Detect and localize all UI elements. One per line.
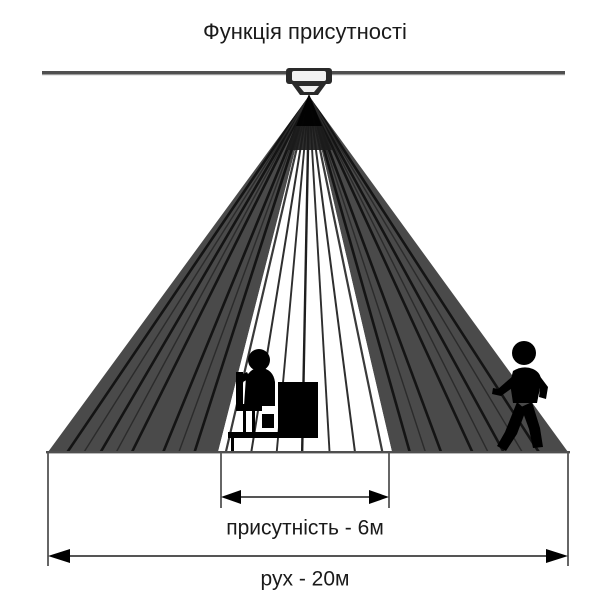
motion-dimension-arrow — [48, 549, 568, 563]
motion-zone-right — [309, 96, 568, 452]
diagram-title: Функція присутності — [203, 19, 407, 44]
seated-person-at-desk-figure — [228, 349, 318, 452]
presence-sensor-icon — [286, 68, 332, 95]
sensor-beam-core — [286, 94, 332, 150]
presence-dimension-label: присутність - 6м — [226, 517, 384, 540]
walking-person-figure — [492, 341, 548, 451]
motion-zone-left — [48, 96, 309, 452]
floor-line — [46, 451, 570, 454]
presence-dimension-arrow — [221, 490, 389, 504]
dimension-extension-lines — [47, 452, 569, 566]
motion-dimension-label: рух - 20м — [261, 568, 350, 591]
